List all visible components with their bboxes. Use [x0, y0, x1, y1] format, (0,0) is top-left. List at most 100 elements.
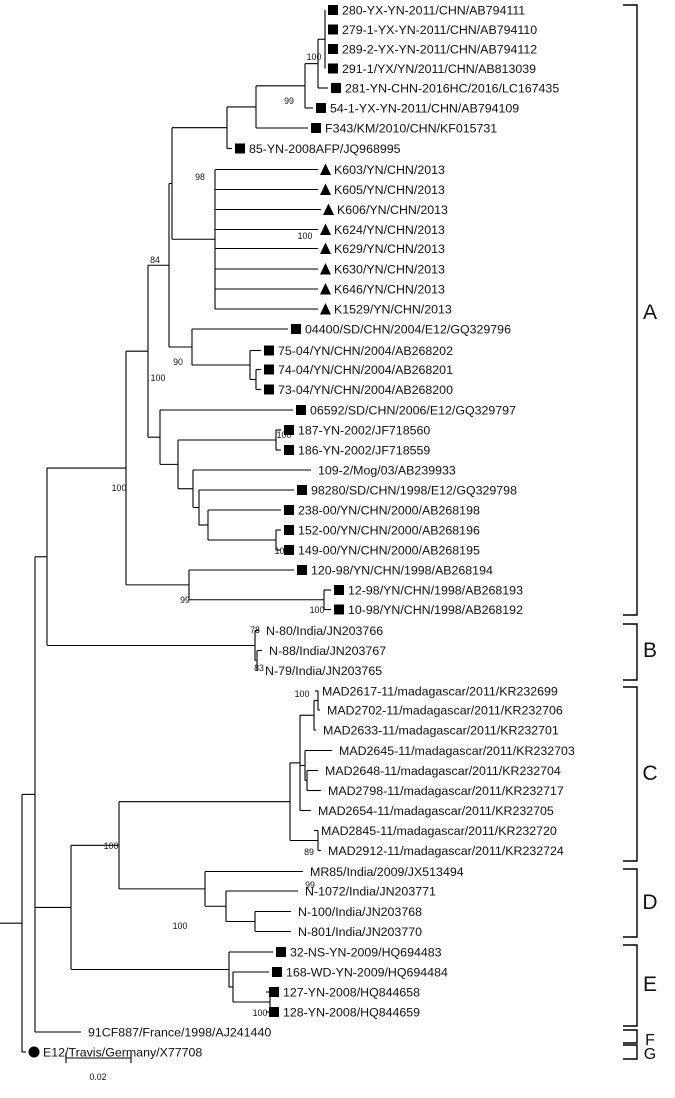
square-marker-icon [264, 364, 274, 375]
square-marker-icon [311, 123, 321, 133]
square-marker-icon [291, 324, 301, 334]
bootstrap-value: 100 [104, 841, 119, 851]
taxon-label: 128-YN-2008/HQ844659 [283, 1005, 420, 1019]
bootstrap-value: 99 [305, 880, 315, 890]
bootstrap-value: 99 [284, 96, 294, 106]
square-marker-icon [328, 5, 338, 15]
square-marker-icon [272, 967, 282, 977]
square-marker-icon [284, 545, 294, 555]
bootstrap-value: 100 [307, 52, 322, 62]
bootstrap-value: 100 [298, 231, 313, 241]
bootstrap-value: 98 [195, 172, 205, 182]
bootstrap-value: 100 [275, 546, 290, 556]
square-marker-icon [328, 24, 338, 35]
square-marker-icon [269, 1007, 279, 1017]
taxon-label: K646/YN/CHN/2013 [334, 282, 445, 296]
scale-bar-label: 0.02 [89, 1072, 106, 1082]
clade-bracket [623, 623, 638, 681]
taxon-label: 32-NS-YN-2009/HQ694483 [290, 945, 442, 959]
taxon-label: N-100/India/JN203768 [298, 905, 422, 919]
clade-label: F [645, 1032, 655, 1049]
taxon-label: N-79/India/JN203765 [265, 664, 382, 678]
square-marker-icon [297, 565, 307, 575]
clade-label: G [644, 1046, 656, 1063]
clade-bracket [623, 1044, 638, 1060]
square-marker-icon [331, 83, 341, 93]
bootstrap-value: 100 [310, 605, 325, 615]
taxon-label: N-1072/India/JN203771 [305, 884, 436, 898]
taxon-label: 54-1-YX-YN-2011/CHN/AB794109 [330, 101, 519, 115]
taxon-label: 280-YX-YN-2011/CHN/AB794111 [342, 3, 525, 17]
taxon-label: 109-2/Mog/03/AB239933 [318, 463, 456, 477]
taxon-label: 149-00/YN/CHN/2000/AB268195 [298, 543, 480, 557]
clade-bracket [623, 868, 638, 938]
taxon-label: MAD2798-11/madagascar/2011/KR232717 [328, 784, 564, 798]
taxon-label: MAD2654-11/madagascar/2011/KR232705 [318, 804, 554, 818]
triangle-marker-icon [320, 223, 331, 235]
taxon-label: K606/YN/CHN/2013 [337, 203, 448, 217]
square-marker-icon [297, 485, 307, 495]
taxon-label: N-88/India/JN203767 [269, 644, 386, 658]
bootstrap-value: 100 [295, 689, 310, 699]
triangle-marker-icon [320, 163, 331, 175]
taxon-label: MR85/India/2009/JX513494 [310, 865, 464, 879]
taxon-label: E12/Travis/Germany/X77708 [43, 1045, 202, 1059]
taxon-label: 75-04/YN/CHN/2004/AB268202 [278, 344, 453, 358]
tree-branches [0, 10, 332, 1053]
square-marker-icon [269, 987, 279, 997]
taxon-label: K605/YN/CHN/2013 [334, 183, 445, 197]
clade-bracket [623, 1029, 638, 1044]
clade-bracket [623, 4, 638, 616]
bootstrap-values: 1009998849010010010010099100100788310099… [104, 52, 325, 1018]
bootstrap-value: 100 [151, 373, 166, 383]
bootstrap-value: 100 [173, 921, 188, 931]
square-marker-icon [284, 505, 294, 515]
square-marker-icon [316, 103, 326, 113]
taxon-label: N-801/India/JN203770 [298, 925, 422, 939]
square-marker-icon [264, 384, 274, 395]
circle-marker-icon [28, 1046, 40, 1058]
triangle-marker-icon [323, 203, 334, 215]
taxon-label: 10-98/YN/CHN/1998/AB268192 [348, 603, 523, 617]
square-marker-icon [264, 345, 274, 356]
triangle-marker-icon [320, 263, 331, 275]
square-marker-icon [334, 604, 344, 615]
taxon-label: 85-YN-2008AFP/JQ968995 [249, 142, 401, 156]
bootstrap-value: 100 [112, 483, 127, 493]
taxon-label: 291-1/YX/YN/2011/CHN/AB813039 [342, 62, 536, 76]
taxon-label: MAD2702-11/madagascar/2011/KR232706 [327, 703, 563, 717]
triangle-marker-icon [320, 242, 331, 254]
square-marker-icon [276, 947, 286, 957]
taxon-label: 98280/SD/CHN/1998/E12/GQ329798 [311, 483, 517, 497]
square-marker-icon [235, 143, 245, 154]
taxon-label: 91CF887/France/1998/AJ241440 [88, 1025, 271, 1039]
bootstrap-value: 83 [254, 663, 264, 673]
clade-label: E [643, 973, 657, 996]
taxon-label: MAD2845-11/madagascar/2011/KR232720 [321, 824, 557, 838]
taxon-label: K624/YN/CHN/2013 [334, 223, 445, 237]
taxon-label: 186-YN-2002/JF718559 [298, 443, 430, 457]
triangle-marker-icon [320, 183, 331, 195]
taxon-label: 187-YN-2002/JF718560 [298, 423, 430, 437]
square-marker-icon [328, 63, 338, 74]
taxon-labels: 280-YX-YN-2011/CHN/AB794111279-1-YX-YN-2… [28, 3, 575, 1059]
taxon-label: MAD2633-11/madagascar/2011/KR232701 [323, 723, 559, 737]
bootstrap-value: 90 [173, 357, 183, 367]
square-marker-icon [328, 44, 338, 54]
taxon-label: MAD2645-11/madagascar/2011/KR232703 [339, 744, 575, 758]
taxon-label: 74-04/YN/CHN/2004/AB268201 [278, 363, 453, 377]
square-marker-icon [296, 405, 306, 415]
taxon-label: 04400/SD/CHN/2004/E12/GQ329796 [305, 322, 511, 336]
clade-bracket [623, 944, 638, 1027]
clade-label: C [642, 762, 657, 785]
triangle-marker-icon [320, 283, 331, 295]
bootstrap-value: 84 [150, 255, 160, 265]
taxon-label: MAD2648-11/madagascar/2011/KR232704 [325, 764, 561, 778]
square-marker-icon [284, 525, 294, 535]
square-marker-icon [334, 585, 344, 595]
taxon-label: K603/YN/CHN/2013 [334, 163, 445, 177]
taxon-label: F343/KM/2010/CHN/KF015731 [325, 121, 497, 135]
taxon-label: K630/YN/CHN/2013 [334, 262, 445, 276]
